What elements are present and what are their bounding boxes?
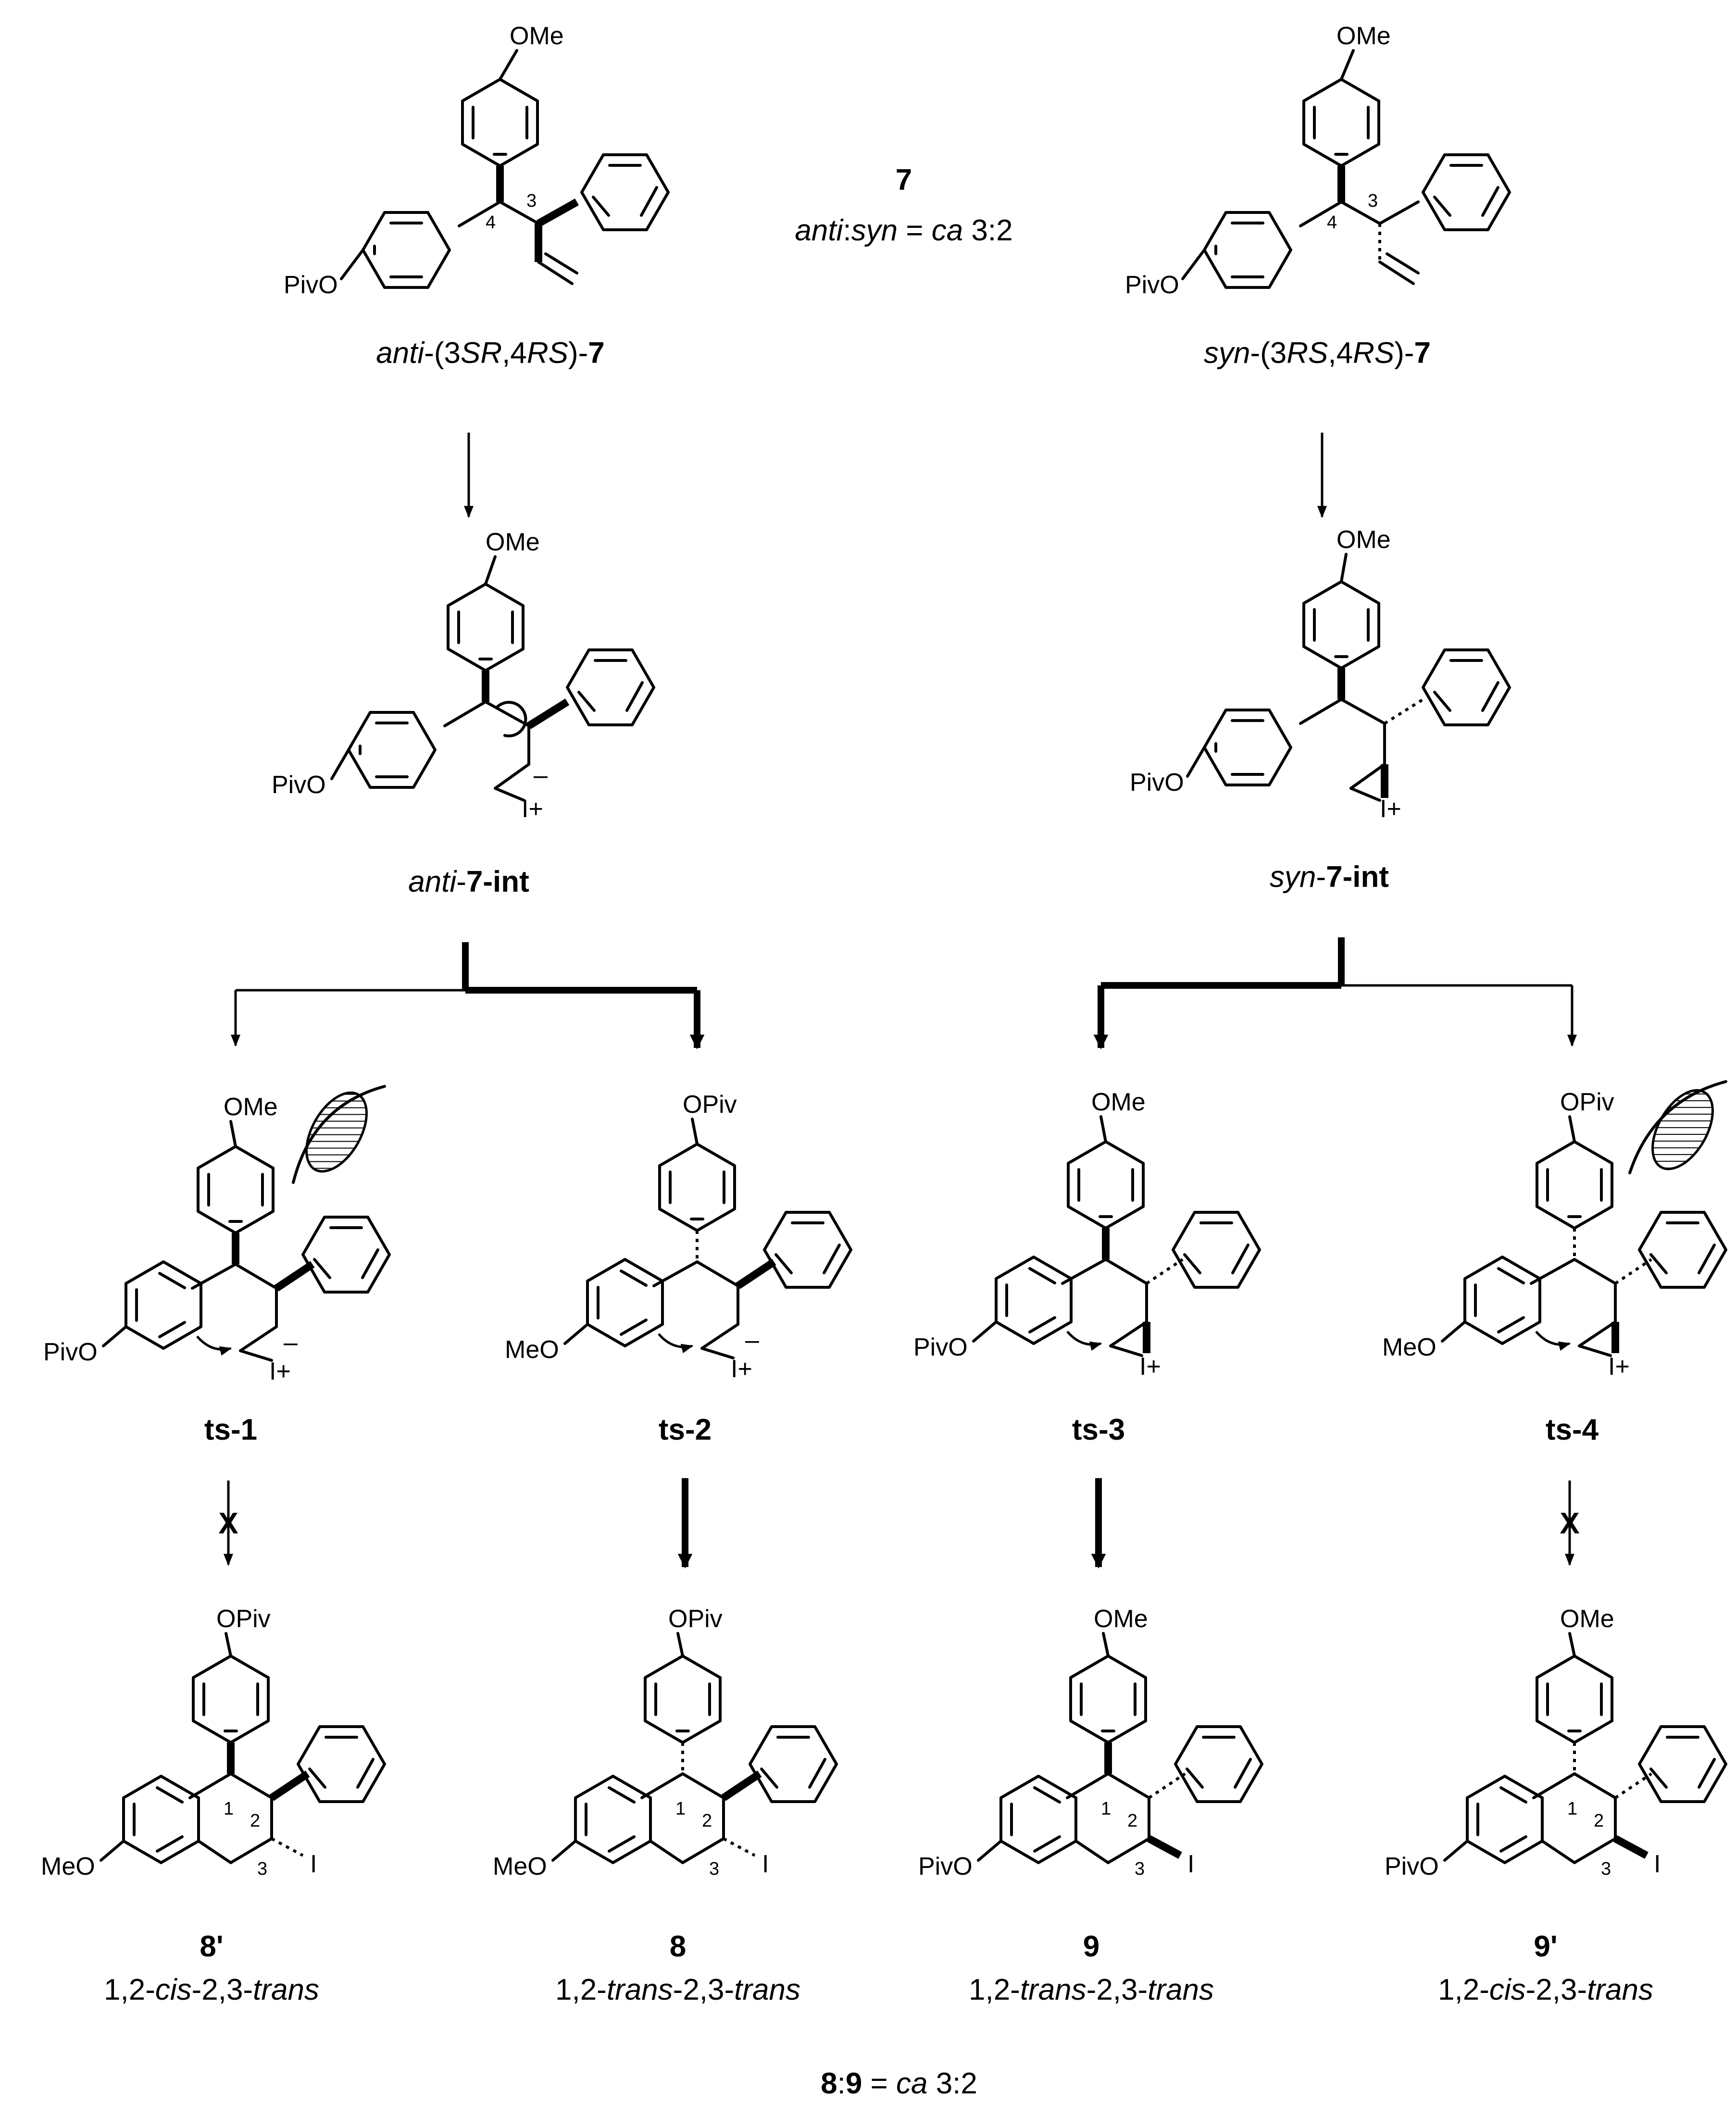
ome-label: OMe — [1336, 22, 1391, 50]
product-9prime-label: 9' — [1534, 1930, 1557, 1963]
pivo-label: PivO — [43, 1338, 98, 1366]
locant-1: 1 — [1101, 1799, 1111, 1819]
ome-label: OMe — [486, 528, 540, 556]
ts-1-structure: OMe PivO – I+ — [43, 1085, 389, 1385]
pivo-label: PivO — [918, 1853, 973, 1880]
product-9-descriptor: 1,2-trans-2,3-trans — [969, 1973, 1214, 2006]
iodo-label: I — [762, 1850, 769, 1878]
blocked-arrow-ts4: X — [1560, 1481, 1580, 1566]
meo-label: MeO — [1382, 1333, 1436, 1361]
opiv-label: OPiv — [668, 1605, 723, 1633]
locant-3: 3 — [709, 1859, 719, 1879]
ts-1-label: ts-1 — [204, 1413, 257, 1446]
ts-4-structure: OPiv MeO I+ — [1382, 1080, 1727, 1381]
pivo-label: PivO — [272, 771, 326, 799]
locant-3: 3 — [1601, 1859, 1611, 1879]
ome-label: OMe — [510, 22, 564, 50]
iodonium-label: I+ — [1139, 1353, 1161, 1381]
opiv-label: OPiv — [1560, 1088, 1614, 1116]
iodonium-label: I+ — [1380, 795, 1401, 823]
compound-7-label: 7 — [896, 163, 912, 197]
opiv-label: OPiv — [216, 1605, 271, 1633]
ome-label: OMe — [1091, 1088, 1146, 1116]
syn-7-int-label: syn-7-int — [1270, 860, 1389, 894]
steric-arc — [1628, 1080, 1727, 1174]
product-8-structure: OPiv MeO I 1 2 3 — [493, 1605, 837, 1880]
locant-2: 2 — [1594, 1811, 1604, 1831]
anti-syn-ratio: anti:syn = ca 3:2 — [795, 214, 1012, 247]
attack-arrow — [1535, 1331, 1571, 1351]
branch-arrows-anti — [231, 942, 705, 1050]
ome-label: OMe — [1094, 1605, 1148, 1633]
ts-2-label: ts-2 — [659, 1413, 712, 1446]
locant-3: 3 — [1135, 1859, 1145, 1879]
attack-arrow — [196, 1335, 232, 1356]
meo-label: MeO — [493, 1853, 547, 1880]
steric-clash-icon — [305, 1091, 368, 1173]
attack-arrow — [1066, 1331, 1102, 1351]
anti-7-int-label: anti-7-int — [408, 865, 529, 898]
anti-7-int-structure: OMe PivO – I+ — [272, 528, 654, 823]
syn-7-int-structure: OMe PivO I+ — [1130, 526, 1510, 823]
opiv-label: OPiv — [683, 1091, 737, 1119]
product-ratio: 8:9 = ca 3:2 — [821, 2067, 977, 2100]
pivo-label: PivO — [1385, 1853, 1439, 1880]
branch-arrows-syn — [1093, 937, 1577, 1050]
locant-4: 4 — [486, 212, 496, 233]
pivo-label: PivO — [1125, 271, 1179, 299]
ts-2-structure: OPiv MeO – I+ — [505, 1091, 851, 1383]
ome-label: OMe — [1560, 1605, 1614, 1633]
ome-label: OMe — [1336, 526, 1391, 554]
locant-1: 1 — [1567, 1799, 1577, 1819]
meo-label: MeO — [505, 1336, 559, 1364]
product-9-label: 9 — [1083, 1930, 1099, 1963]
iodonium-label: I+ — [522, 795, 543, 823]
locant-2: 2 — [702, 1811, 712, 1831]
minus-sign: – — [534, 761, 548, 789]
product-9-structure: OMe PivO I 1 2 3 — [918, 1605, 1262, 1880]
locant-3: 3 — [257, 1859, 267, 1879]
blocked-arrow-ts1: X — [218, 1481, 238, 1566]
locant-4: 4 — [1327, 212, 1337, 233]
locant-3: 3 — [1368, 191, 1378, 211]
blocked-x-mark: X — [1560, 1507, 1579, 1540]
pivo-label: PivO — [284, 271, 338, 299]
meo-label: MeO — [41, 1853, 95, 1880]
iodonium-label: I+ — [1608, 1353, 1630, 1381]
iodonium-label: I+ — [269, 1357, 291, 1385]
minus-sign: – — [284, 1329, 298, 1357]
syn-7-structure: OMe PivO 4 3 — [1125, 22, 1510, 299]
product-8-descriptor: 1,2-trans-2,3-trans — [555, 1973, 800, 2006]
minus-sign: – — [745, 1326, 759, 1354]
locant-1: 1 — [675, 1799, 686, 1819]
iodo-label: I — [310, 1850, 317, 1878]
pivo-label: PivO — [913, 1333, 968, 1361]
rotation-arrow — [496, 701, 527, 738]
locant-1: 1 — [224, 1799, 234, 1819]
ts-3-structure: OMe PivO I+ — [913, 1088, 1260, 1381]
blocked-x-mark: X — [218, 1507, 238, 1540]
steric-arc — [292, 1085, 386, 1184]
anti-7-structure: OMe PivO 4 3 — [284, 22, 668, 299]
product-8-label: 8 — [670, 1930, 686, 1963]
product-9prime-descriptor: 1,2-cis-2,3-trans — [1438, 1973, 1653, 2006]
product-8prime-structure: OPiv MeO I 1 2 3 — [41, 1605, 385, 1880]
iodo-label: I — [1654, 1850, 1661, 1878]
locant-2: 2 — [250, 1811, 260, 1831]
anti-7-label: anti-(3SR,4RS)-7 — [376, 336, 605, 370]
ts-4-label: ts-4 — [1546, 1413, 1599, 1446]
locant-3: 3 — [526, 191, 537, 211]
ome-label: OMe — [224, 1093, 278, 1121]
ts-3-label: ts-3 — [1072, 1413, 1125, 1446]
iodo-label: I — [1187, 1850, 1194, 1878]
locant-2: 2 — [1127, 1811, 1137, 1831]
attack-arrow — [658, 1333, 694, 1354]
iodonium-label: I+ — [731, 1355, 752, 1383]
product-8prime-label: 8' — [200, 1930, 223, 1963]
product-8prime-descriptor: 1,2-cis-2,3-trans — [104, 1973, 319, 2006]
pivo-label: PivO — [1130, 769, 1184, 797]
product-9prime-structure: OMe PivO I 1 2 3 — [1385, 1605, 1726, 1880]
syn-7-label: syn-(3RS,4RS)-7 — [1204, 336, 1431, 370]
